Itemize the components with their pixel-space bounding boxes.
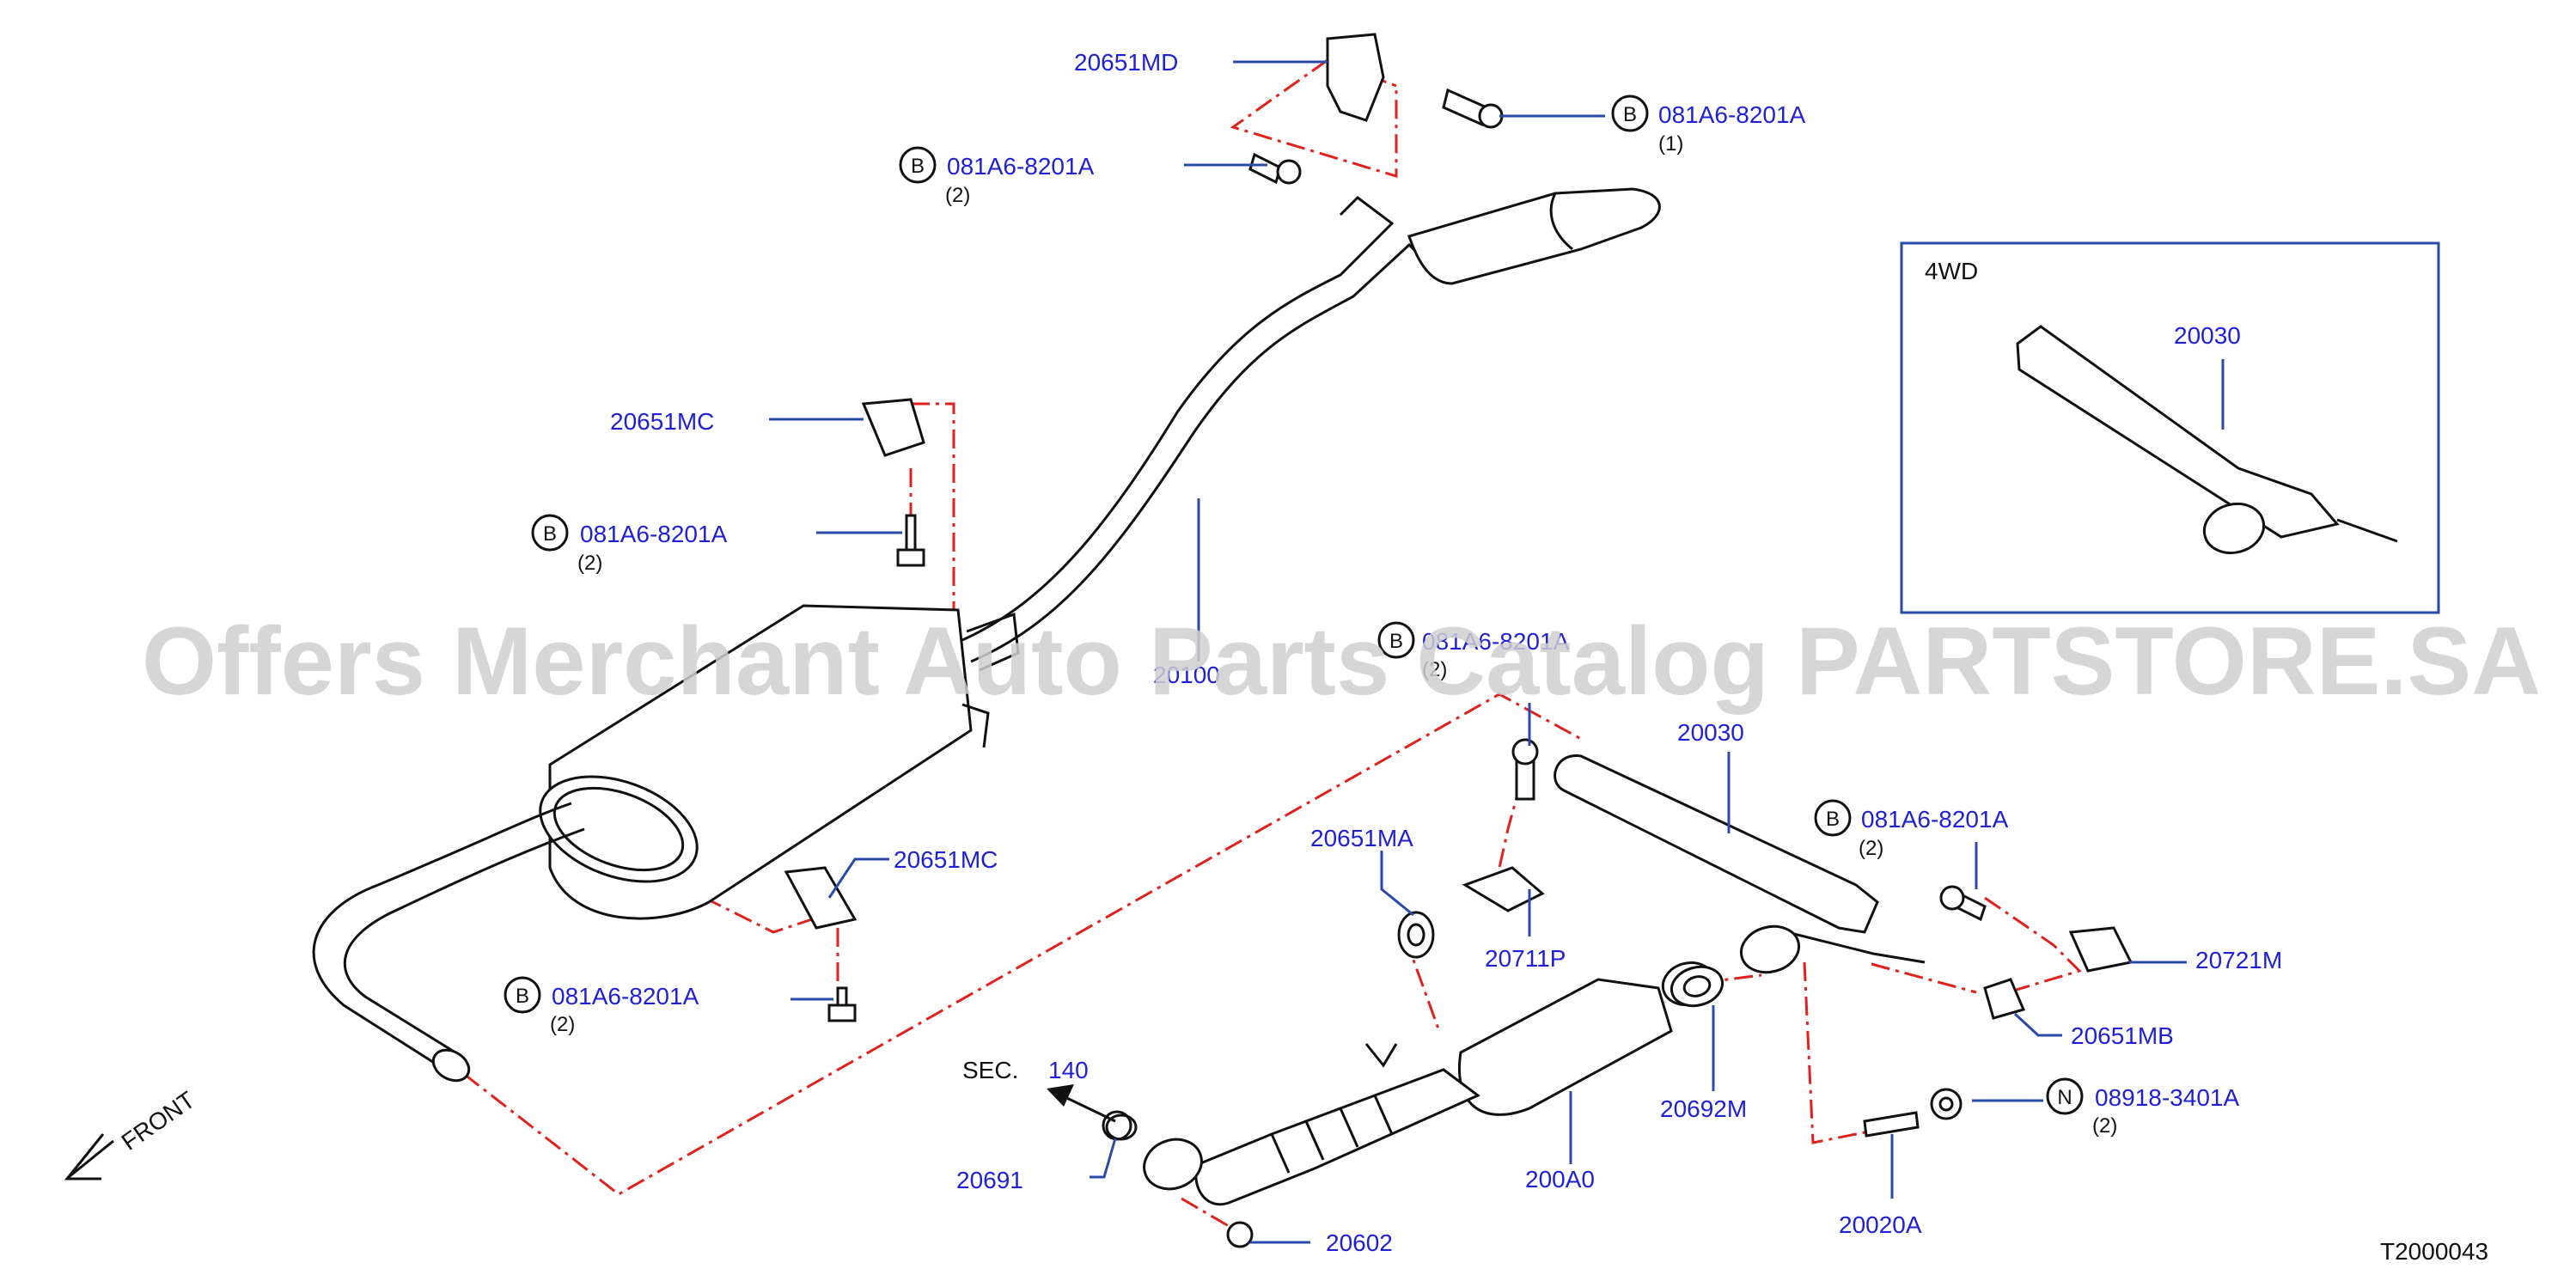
fastener-part: 08918-3401A (2095, 1084, 2239, 1111)
front-pipe-assembly (1102, 754, 1926, 1206)
fastener-part: 081A6-8201A (1422, 628, 1570, 655)
label-200A0: 200A0 (1525, 1166, 1595, 1193)
fastener-qty: (1) (1658, 132, 1683, 156)
fastener-qty: (2) (577, 552, 602, 575)
label-20692M: 20692M (1660, 1095, 1747, 1122)
label-20651MC-low: 20651MC (894, 846, 998, 873)
label-20020A: 20020A (1839, 1211, 1922, 1238)
label-20691: 20691 (956, 1167, 1023, 1193)
fastener-letter: B (1623, 103, 1637, 126)
fastener-callout: N 08918-3401A (2) (2046, 1077, 2239, 1138)
sec-prefix: SEC. (962, 1057, 1018, 1083)
part-labels: 20651MD 20651MC 20651MC 20100 20651MA 20… (610, 49, 2488, 1265)
box-title-4wd: 4WD (1925, 258, 1978, 284)
label-20721M: 20721M (2195, 947, 2282, 973)
fastener-callout: B 081A6-8201A (2) (1814, 799, 2009, 860)
4wd-variant-box (1900, 241, 2440, 614)
muffler-assembly (312, 187, 1661, 1083)
hardware-items (784, 33, 2133, 1248)
label-20651MA: 20651MA (1310, 825, 1413, 851)
fastener-qty: (2) (1859, 837, 1883, 860)
fastener-letter: B (911, 155, 925, 178)
fastener-part: 081A6-8201A (1658, 101, 1806, 128)
fastener-part: 081A6-8201A (947, 153, 1095, 180)
fastener-letter: B (1826, 808, 1840, 831)
fastener-callouts: B 081A6-8201A (1) B 081A6-8201A (2) B 08… (504, 95, 2239, 1138)
fastener-callout: B 081A6-8201A (2) (899, 146, 1095, 207)
label-20711P: 20711P (1485, 945, 1566, 972)
label-20651MC-top: 20651MC (610, 408, 714, 435)
fastener-letter: B (516, 985, 529, 1008)
drawing-code: T2000043 (2380, 1238, 2488, 1265)
fastener-part: 081A6-8201A (552, 983, 699, 1010)
fastener-part: 081A6-8201A (580, 521, 728, 547)
fastener-letter: B (543, 522, 557, 546)
label-20602: 20602 (1326, 1229, 1393, 1256)
label-20030: 20030 (1677, 719, 1744, 746)
label-20651MB: 20651MB (2071, 1022, 2174, 1049)
fastener-qty: (2) (550, 1013, 575, 1036)
fastener-qty: (2) (945, 184, 970, 207)
fastener-letter: B (1389, 630, 1403, 653)
front-direction-indicator: FRONT (64, 1086, 200, 1180)
sec-number: 140 (1048, 1057, 1089, 1083)
label-20100: 20100 (1153, 662, 1220, 688)
fastener-qty: (2) (1422, 658, 1447, 681)
label-20030-4wd: 20030 (2174, 322, 2241, 349)
watermark-text: Offers Merchant Auto Parts Catalog PARTS… (142, 607, 2541, 715)
leader-lines (769, 60, 2225, 1244)
fastener-qty: (2) (2092, 1114, 2117, 1138)
front-label: FRONT (117, 1086, 200, 1156)
sec-140-reference: SEC. 140 (962, 1057, 1116, 1123)
fastener-callout: B 081A6-8201A (2) (504, 976, 699, 1036)
fastener-callout: B 081A6-8201A (1) (1611, 95, 1806, 156)
fastener-callout: B 081A6-8201A (2) (531, 514, 728, 575)
label-20651MD: 20651MD (1074, 49, 1178, 76)
fastener-part: 081A6-8201A (1861, 806, 2009, 833)
fastener-callout: B 081A6-8201A (2) (1377, 621, 1570, 681)
fastener-letter: N (2057, 1086, 2072, 1109)
